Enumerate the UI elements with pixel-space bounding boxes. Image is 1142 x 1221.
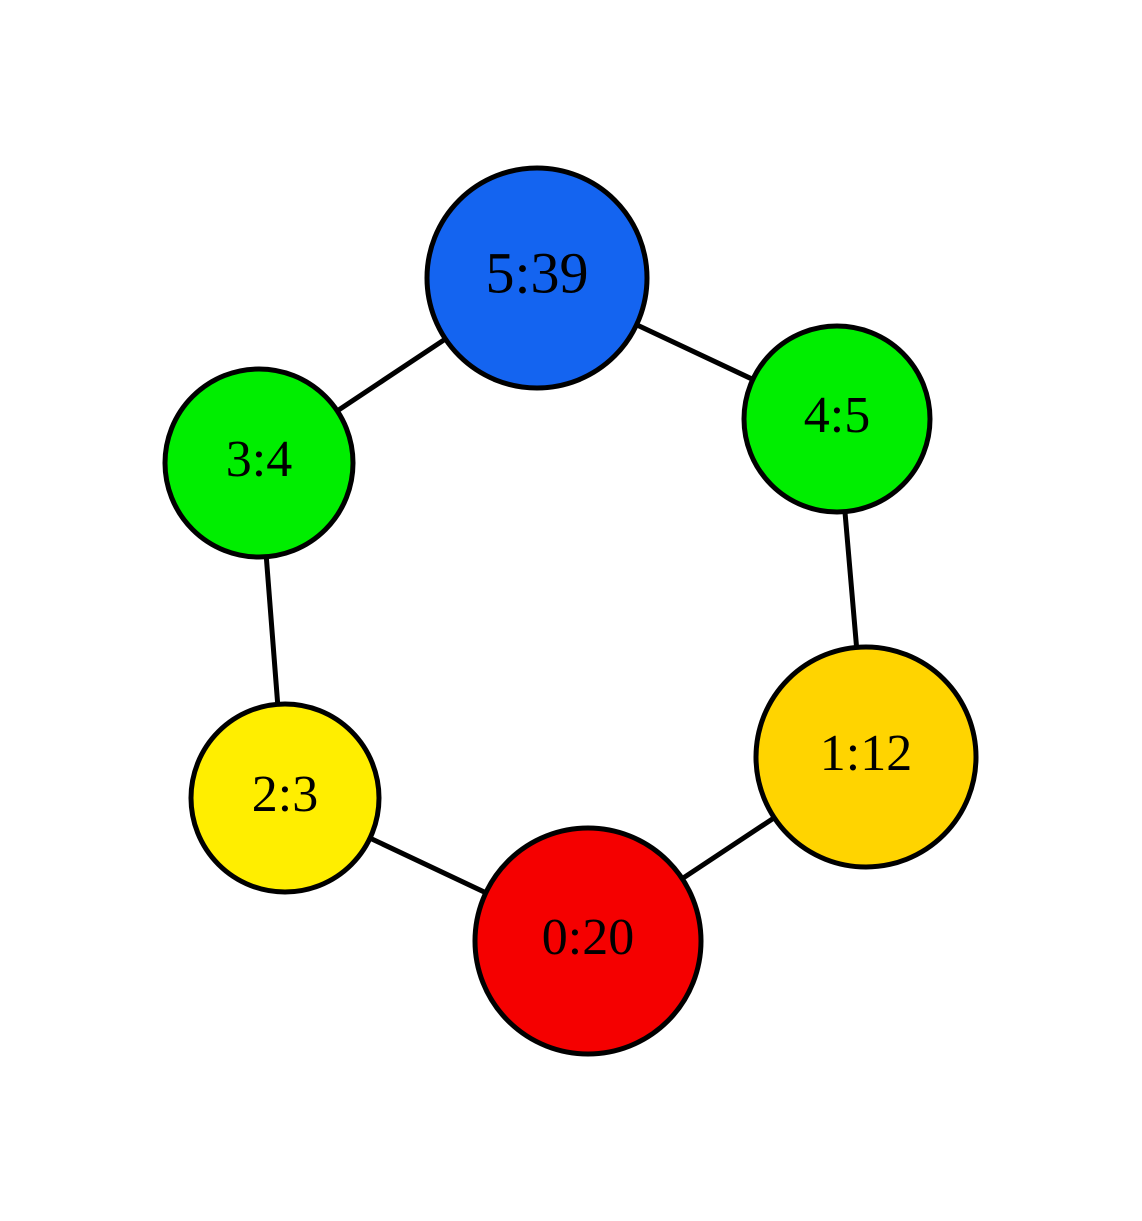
graph-node[interactable]: 1:12	[753, 644, 979, 870]
graph-node-circle[interactable]	[472, 825, 704, 1057]
graph-node-circle[interactable]	[753, 644, 979, 870]
graph-node[interactable]: 3:4	[162, 366, 356, 560]
graph-node[interactable]: 4:5	[741, 323, 933, 515]
graph-edge	[369, 836, 487, 895]
graph-node[interactable]: 0:20	[472, 825, 704, 1057]
graph-node[interactable]: 2:3	[188, 701, 382, 895]
graph-node[interactable]: 5:39	[424, 165, 650, 391]
graph-edge	[681, 816, 776, 881]
edges-layer	[263, 323, 859, 895]
graph-edge	[842, 510, 859, 649]
graph-node-circle[interactable]	[188, 701, 382, 895]
graph-node-circle[interactable]	[162, 366, 356, 560]
graph-node-circle[interactable]	[741, 323, 933, 515]
graph-edge	[336, 337, 447, 413]
graph-node-circle[interactable]	[424, 165, 650, 391]
graph-edge	[263, 555, 281, 706]
graph-edge	[635, 323, 754, 382]
